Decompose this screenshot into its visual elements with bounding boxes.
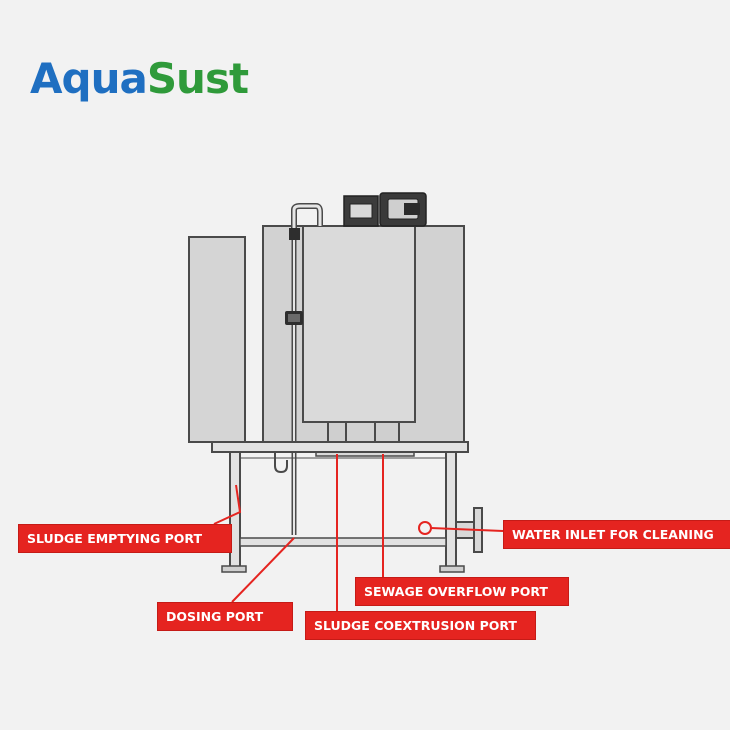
leader-lines (213, 454, 504, 611)
brand-name-part2: Sust (146, 54, 249, 103)
label-sewage-overflow-port: SEWAGE OVERFLOW PORT (355, 577, 569, 606)
motor-gearbox (343, 192, 427, 227)
brand-logo: AquaSust (30, 58, 249, 100)
leader-dosing (231, 537, 295, 603)
brand-name-part1: Aqua (30, 54, 148, 103)
dosing-pipe (285, 203, 323, 535)
label-sludge-coextrusion-port: SLUDGE COEXTRUSION PORT (305, 611, 536, 640)
label-sludge-emptying-port: SLUDGE EMPTYING PORT (18, 524, 232, 553)
label-water-inlet-for-cleaning: WATER INLET FOR CLEANING (503, 520, 730, 549)
leader-water-inlet (430, 527, 504, 532)
leader-sludge-emptying (213, 484, 242, 525)
label-dosing-port: DOSING PORT (157, 602, 293, 631)
support-frame (211, 441, 469, 573)
main-tank (302, 225, 416, 423)
control-cabinet (188, 236, 246, 443)
